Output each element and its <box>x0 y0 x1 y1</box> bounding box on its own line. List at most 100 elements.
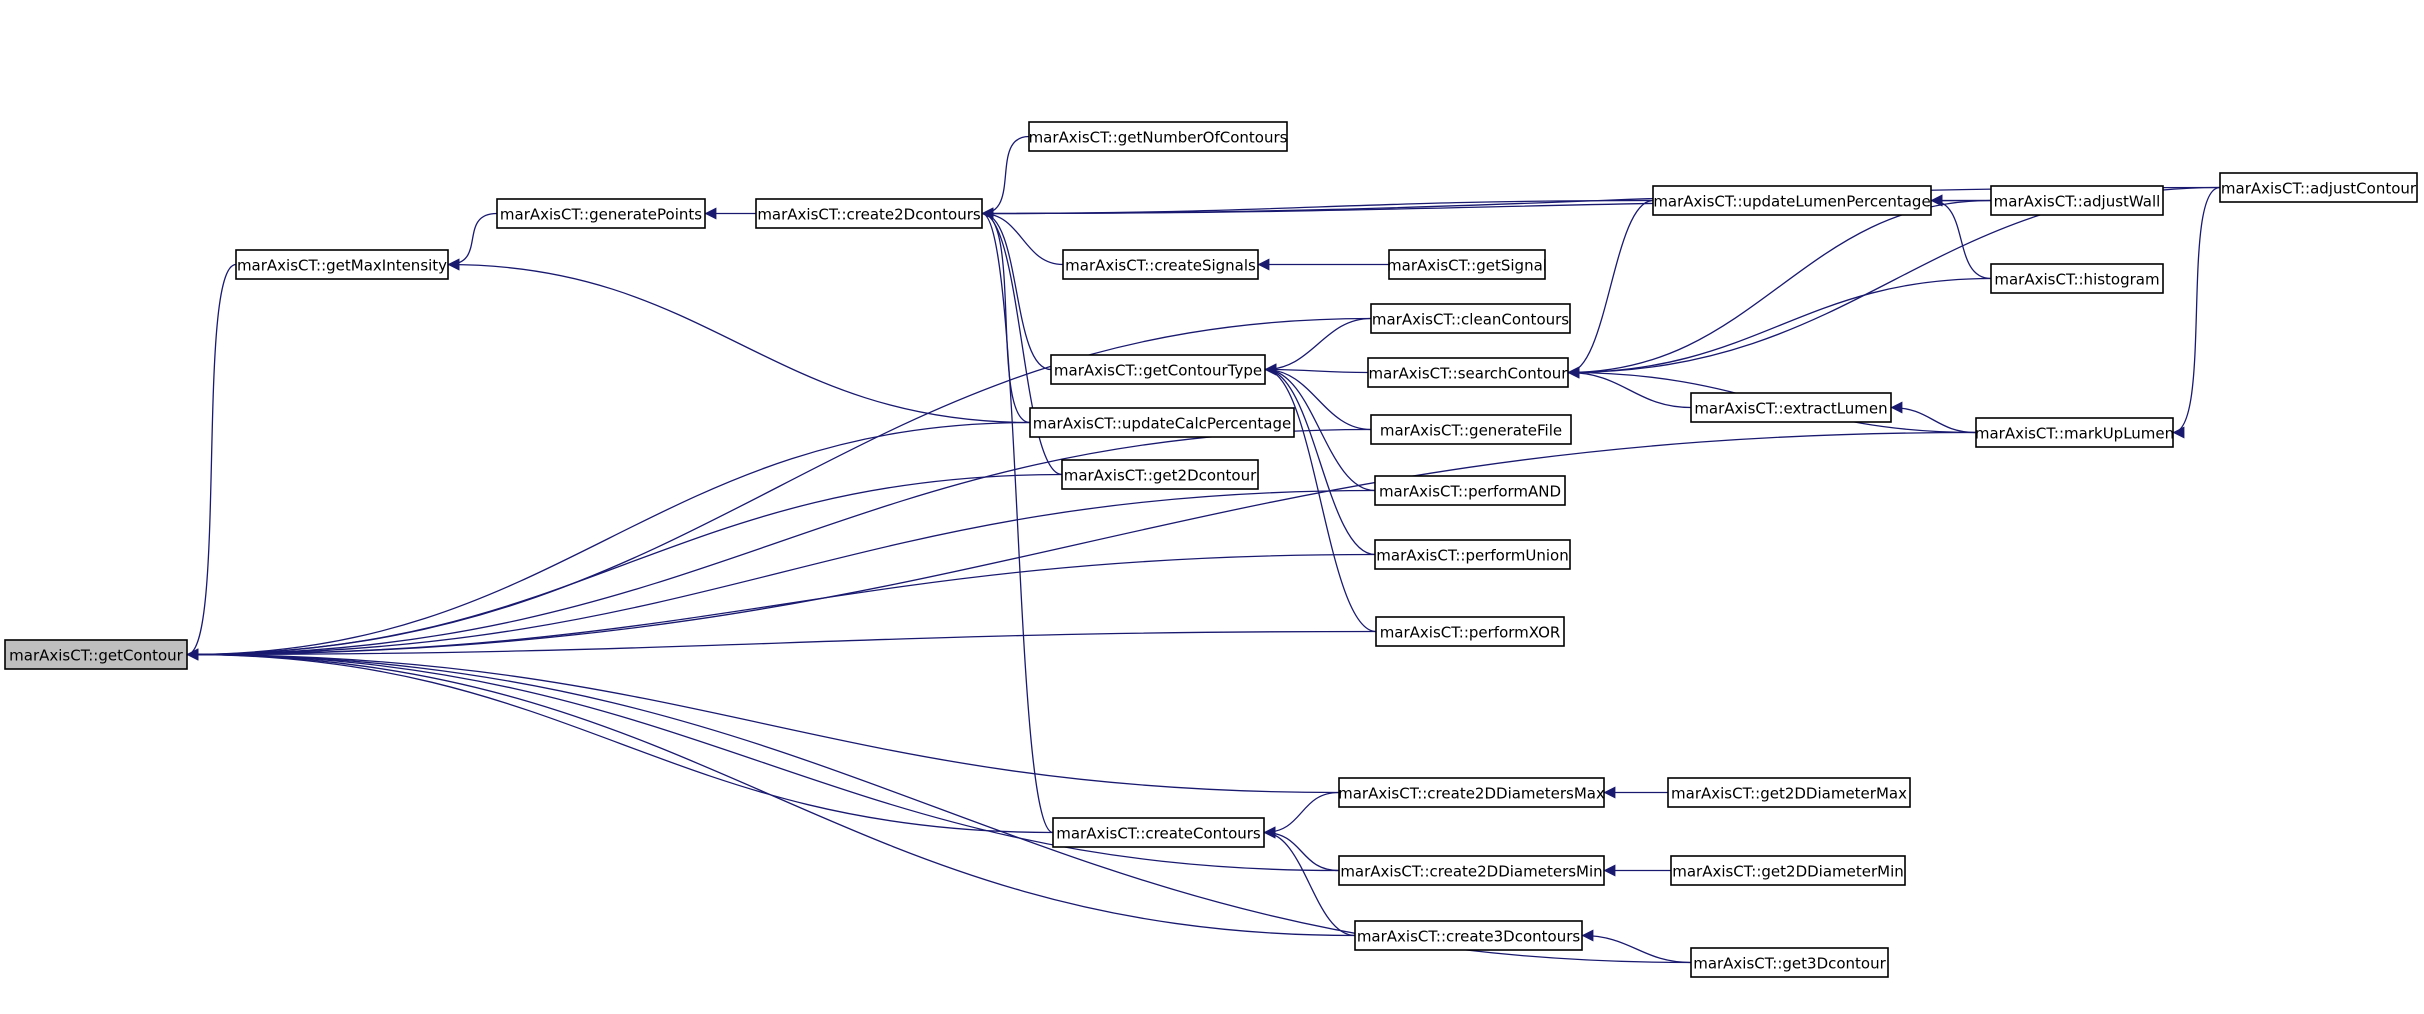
node-create2Dcontours[interactable]: marAxisCT::create2Dcontours <box>755 198 983 229</box>
node-box[interactable] <box>1990 263 2164 294</box>
node-box[interactable] <box>1690 392 1892 423</box>
edge-adjustWall-to-searchContour <box>1567 199 1992 379</box>
node-box[interactable] <box>1388 249 1546 280</box>
node-getNumberOfContours[interactable]: marAxisCT::getNumberOfContours <box>1028 121 1288 152</box>
node-label: marAxisCT::getSignal <box>1387 257 1547 275</box>
node-create2DDiametersMax[interactable]: marAxisCT::create2DDiametersMax <box>1338 777 1605 808</box>
node-performUnion[interactable]: marAxisCT::performUnion <box>1374 539 1571 570</box>
edge-createContours-to-getContour <box>186 648 1054 834</box>
node-label: marAxisCT::getMaxIntensity <box>237 257 447 275</box>
node-generatePoints[interactable]: marAxisCT::generatePoints <box>496 198 706 229</box>
node-label: marAxisCT::getContourType <box>1054 362 1262 380</box>
node-box[interactable] <box>1374 539 1571 570</box>
edge-getMaxIntensity-to-getContour <box>186 263 237 661</box>
node-get2Dcontour[interactable]: marAxisCT::get2Dcontour <box>1061 459 1259 490</box>
node-box[interactable] <box>1061 459 1259 490</box>
node-createSignals[interactable]: marAxisCT::createSignals <box>1062 249 1259 280</box>
node-label: marAxisCT::getNumberOfContours <box>1029 129 1288 147</box>
node-box[interactable] <box>1029 407 1295 438</box>
node-label: marAxisCT::performAND <box>1379 483 1561 501</box>
node-searchContour[interactable]: marAxisCT::searchContour <box>1367 357 1569 388</box>
node-create3Dcontours[interactable]: marAxisCT::create3Dcontours <box>1354 920 1583 951</box>
node-get2DDiameterMin[interactable]: marAxisCT::get2DDiameterMin <box>1670 855 1906 886</box>
node-getMaxIntensity[interactable]: marAxisCT::getMaxIntensity <box>235 249 449 280</box>
node-box[interactable] <box>1338 855 1605 886</box>
edge-adjustContour-to-markUpLumen <box>2172 186 2221 439</box>
node-markUpLumen[interactable]: marAxisCT::markUpLumen <box>1975 417 2174 448</box>
node-createContours[interactable]: marAxisCT::createContours <box>1052 817 1265 848</box>
edge-get3Dcontour-to-getContour <box>186 648 1692 964</box>
edge-performXOR-to-getContourType <box>1264 363 1377 633</box>
node-extractLumen[interactable]: marAxisCT::extractLumen <box>1690 392 1892 423</box>
node-label: marAxisCT::get3Dcontour <box>1693 955 1886 973</box>
node-get3Dcontour[interactable]: marAxisCT::get3Dcontour <box>1690 947 1889 978</box>
edge-create2DDiametersMin-to-getContour <box>186 648 1340 872</box>
node-box[interactable] <box>1670 855 1906 886</box>
node-box[interactable] <box>1050 354 1266 385</box>
edge-create2DDiametersMin-to-createContours <box>1263 826 1340 872</box>
edge-generatePoints-to-getMaxIntensity <box>447 212 498 271</box>
node-label: marAxisCT::create2DDiametersMin <box>1340 863 1602 881</box>
node-performAND[interactable]: marAxisCT::performAND <box>1374 475 1566 506</box>
node-box[interactable] <box>1370 303 1571 334</box>
node-box[interactable] <box>235 249 449 280</box>
node-label: marAxisCT::getContour <box>9 647 184 665</box>
edge-create2DDiametersMax-to-getContour <box>186 648 1340 794</box>
node-label: marAxisCT::create3Dcontours <box>1357 928 1581 946</box>
edge-updateCalcPercentage-to-getContour <box>186 421 1031 661</box>
node-histogram[interactable]: marAxisCT::histogram <box>1990 263 2164 294</box>
node-create2DDiametersMin[interactable]: marAxisCT::create2DDiametersMin <box>1338 855 1605 886</box>
edge-updateLumenPercentage-to-searchContour <box>1567 199 1654 379</box>
node-box[interactable] <box>1652 185 1932 216</box>
node-box[interactable] <box>1338 777 1605 808</box>
edge-extractLumen-to-searchContour <box>1567 366 1692 409</box>
edge-createSignals-to-create2Dcontours <box>981 207 1064 266</box>
node-box[interactable] <box>2219 172 2418 203</box>
node-performXOR[interactable]: marAxisCT::performXOR <box>1375 616 1565 647</box>
node-box[interactable] <box>1354 920 1583 951</box>
node-label: marAxisCT::generateFile <box>1380 422 1562 440</box>
edge-markUpLumen-to-extractLumen <box>1890 401 1977 434</box>
node-cleanContours[interactable]: marAxisCT::cleanContours <box>1370 303 1571 334</box>
node-label: marAxisCT::get2DDiameterMin <box>1672 863 1904 881</box>
node-getSignal[interactable]: marAxisCT::getSignal <box>1387 249 1547 280</box>
edge-performXOR-to-getContour <box>186 630 1377 661</box>
edge-createContours-to-create2Dcontours <box>981 207 1054 834</box>
node-box[interactable] <box>1375 616 1565 647</box>
node-label: marAxisCT::markUpLumen <box>1975 425 2174 443</box>
node-box[interactable] <box>4 639 188 670</box>
node-getContour[interactable]: marAxisCT::getContour <box>4 639 188 670</box>
node-updateCalcPercentage[interactable]: marAxisCT::updateCalcPercentage <box>1029 407 1295 438</box>
edge-performUnion-to-getContour <box>186 553 1376 661</box>
node-label: marAxisCT::create2Dcontours <box>757 206 981 224</box>
node-box[interactable] <box>1374 475 1566 506</box>
node-getContourType[interactable]: marAxisCT::getContourType <box>1050 354 1266 385</box>
node-box[interactable] <box>1370 414 1572 445</box>
node-label: marAxisCT::updateCalcPercentage <box>1033 415 1292 433</box>
edge-layer <box>186 135 2221 964</box>
node-box[interactable] <box>1028 121 1288 152</box>
node-generateFile[interactable]: marAxisCT::generateFile <box>1370 414 1572 445</box>
node-get2DDiameterMax[interactable]: marAxisCT::get2DDiameterMax <box>1667 777 1911 808</box>
node-box[interactable] <box>496 198 706 229</box>
node-label: marAxisCT::searchContour <box>1369 365 1569 383</box>
edge-performUnion-to-getContourType <box>1264 363 1376 556</box>
node-box[interactable] <box>1975 417 2174 448</box>
node-adjustContour[interactable]: marAxisCT::adjustContour <box>2219 172 2418 203</box>
node-label: marAxisCT::extractLumen <box>1694 400 1887 418</box>
edge-create2DDiametersMax-to-createContours <box>1263 791 1340 839</box>
node-box[interactable] <box>1052 817 1265 848</box>
node-box[interactable] <box>1367 357 1569 388</box>
node-updateLumenPercentage[interactable]: marAxisCT::updateLumenPercentage <box>1652 185 1932 216</box>
node-label: marAxisCT::create2DDiametersMax <box>1338 785 1605 803</box>
node-box[interactable] <box>1062 249 1259 280</box>
node-box[interactable] <box>1990 185 2164 216</box>
node-box[interactable] <box>755 198 983 229</box>
node-adjustWall[interactable]: marAxisCT::adjustWall <box>1990 185 2164 216</box>
node-box[interactable] <box>1690 947 1889 978</box>
node-label: marAxisCT::get2Dcontour <box>1064 467 1257 485</box>
node-label: marAxisCT::updateLumenPercentage <box>1653 193 1930 211</box>
edge-generateFile-to-getContourType <box>1264 363 1372 431</box>
node-box[interactable] <box>1667 777 1911 808</box>
